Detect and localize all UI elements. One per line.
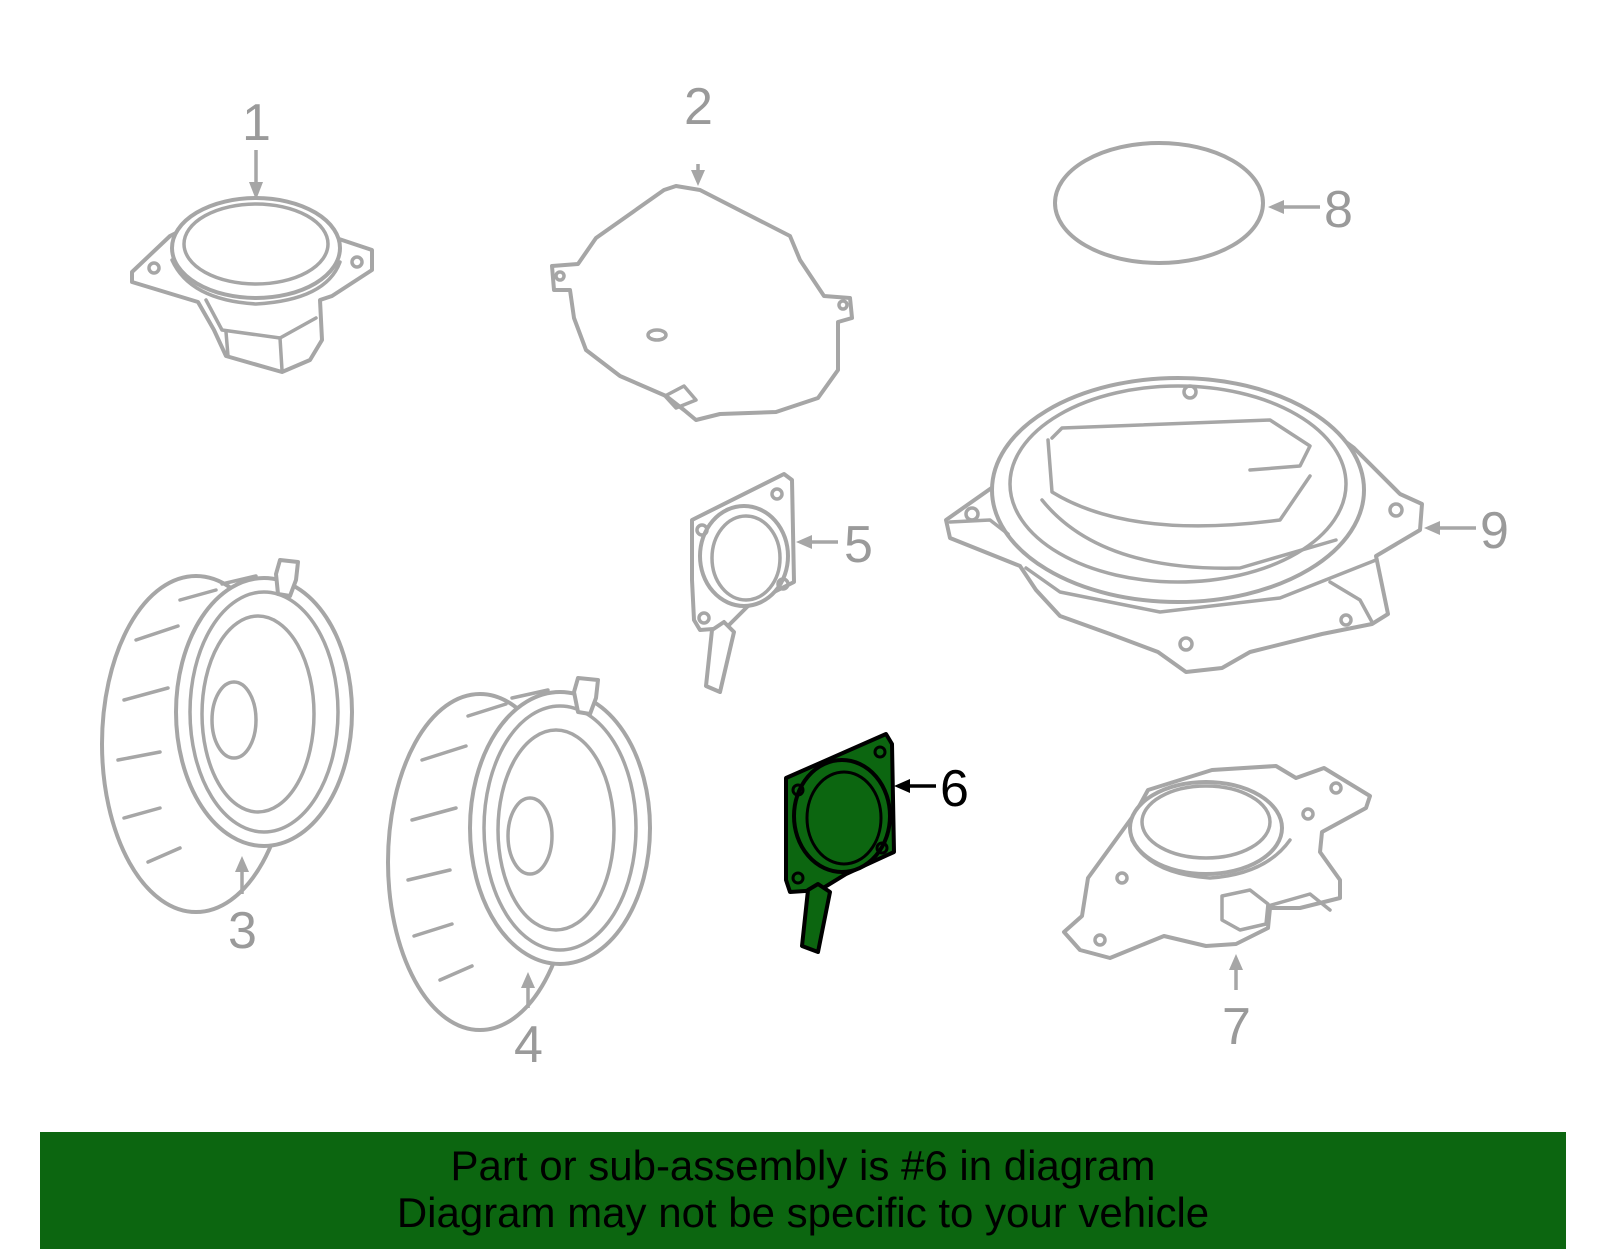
callout-2: 2 bbox=[684, 78, 713, 136]
callout-9: 9 bbox=[1480, 502, 1509, 560]
part-7-tweeter-bracket[interactable] bbox=[1062, 764, 1372, 960]
part-2-speaker-gasket[interactable] bbox=[550, 184, 854, 422]
part-5-speaker-small[interactable] bbox=[690, 472, 796, 694]
part-4-woofer[interactable] bbox=[386, 676, 652, 1032]
part-6-speaker-highlighted[interactable] bbox=[784, 732, 896, 954]
callout-7: 7 bbox=[1222, 998, 1251, 1056]
callout-3: 3 bbox=[228, 902, 257, 960]
callout-8: 8 bbox=[1324, 181, 1353, 239]
info-banner: Part or sub-assembly is #6 in diagram Di… bbox=[40, 1132, 1566, 1249]
part-9-subwoofer[interactable] bbox=[944, 376, 1424, 674]
leader-arrows bbox=[235, 150, 1476, 1008]
part-3-woofer[interactable] bbox=[100, 558, 354, 914]
callout-6: 6 bbox=[940, 760, 969, 818]
part-8-seal-ring[interactable] bbox=[1053, 141, 1265, 265]
callout-4: 4 bbox=[514, 1016, 543, 1074]
callout-5: 5 bbox=[844, 516, 873, 574]
part-1-tweeter[interactable] bbox=[130, 196, 374, 374]
banner-line-1: Part or sub-assembly is #6 in diagram bbox=[450, 1142, 1156, 1189]
banner-line-2: Diagram may not be specific to your vehi… bbox=[396, 1189, 1210, 1236]
callout-1: 1 bbox=[242, 94, 271, 152]
